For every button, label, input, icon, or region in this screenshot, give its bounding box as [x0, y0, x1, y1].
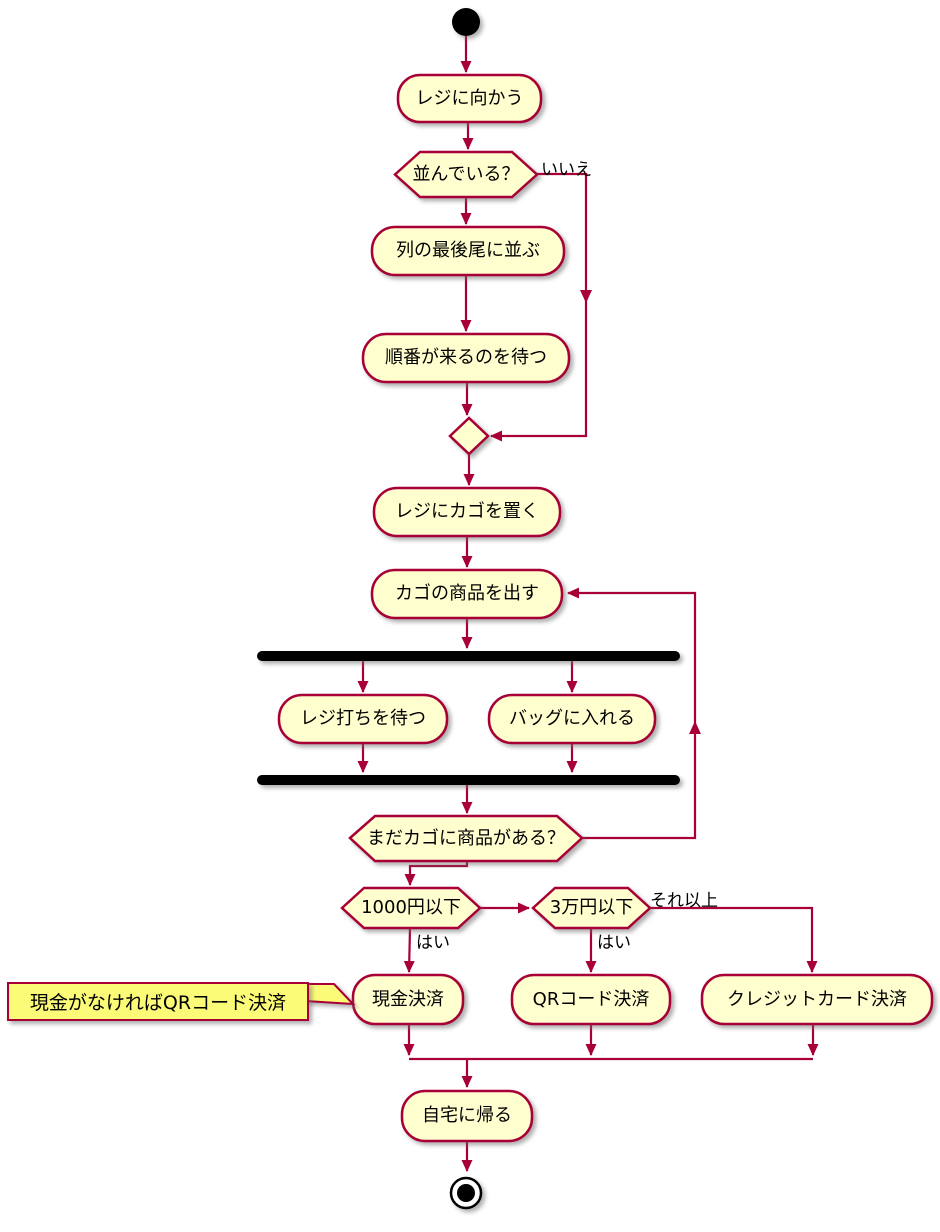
edge-queue-no-bypass — [490, 172, 588, 442]
mid-arrowhead-down-bypass — [580, 290, 592, 303]
activity-box-head-to-register — [396, 73, 543, 124]
end-node-inner — [457, 1184, 475, 1202]
decision-shape-items-left — [348, 814, 584, 863]
activity-box-bag-items — [487, 693, 657, 745]
activity-box-line-up-end — [370, 225, 566, 277]
join-bar — [257, 775, 680, 785]
decision-shape-is-queue — [393, 150, 539, 199]
decision-shape-under-1000 — [340, 886, 482, 930]
start-node — [452, 8, 480, 36]
activity-box-unload-basket — [370, 568, 564, 620]
activity-box-wait-turn — [361, 332, 571, 384]
edge-1000-yes-cash — [403, 927, 415, 973]
note-box — [7, 982, 309, 1021]
fork-bar — [257, 651, 680, 661]
activity-box-cash-payment — [351, 973, 465, 1026]
activity-box-credit-payment — [700, 973, 934, 1026]
edge-itemsleft-no — [404, 861, 469, 886]
decision-shape-under-30000 — [531, 886, 652, 930]
mid-arrowhead-up-loop — [689, 721, 701, 734]
activity-box-place-basket — [372, 486, 562, 538]
merge-diamond — [448, 416, 490, 456]
edge-itemsleft-yes-loop — [567, 587, 697, 840]
activity-box-qr-payment — [510, 973, 672, 1026]
note-pointer — [305, 983, 356, 1006]
activity-box-go-home — [400, 1089, 534, 1143]
edge-otherwise-credit — [650, 906, 818, 973]
activity-box-wait-register — [277, 693, 449, 745]
